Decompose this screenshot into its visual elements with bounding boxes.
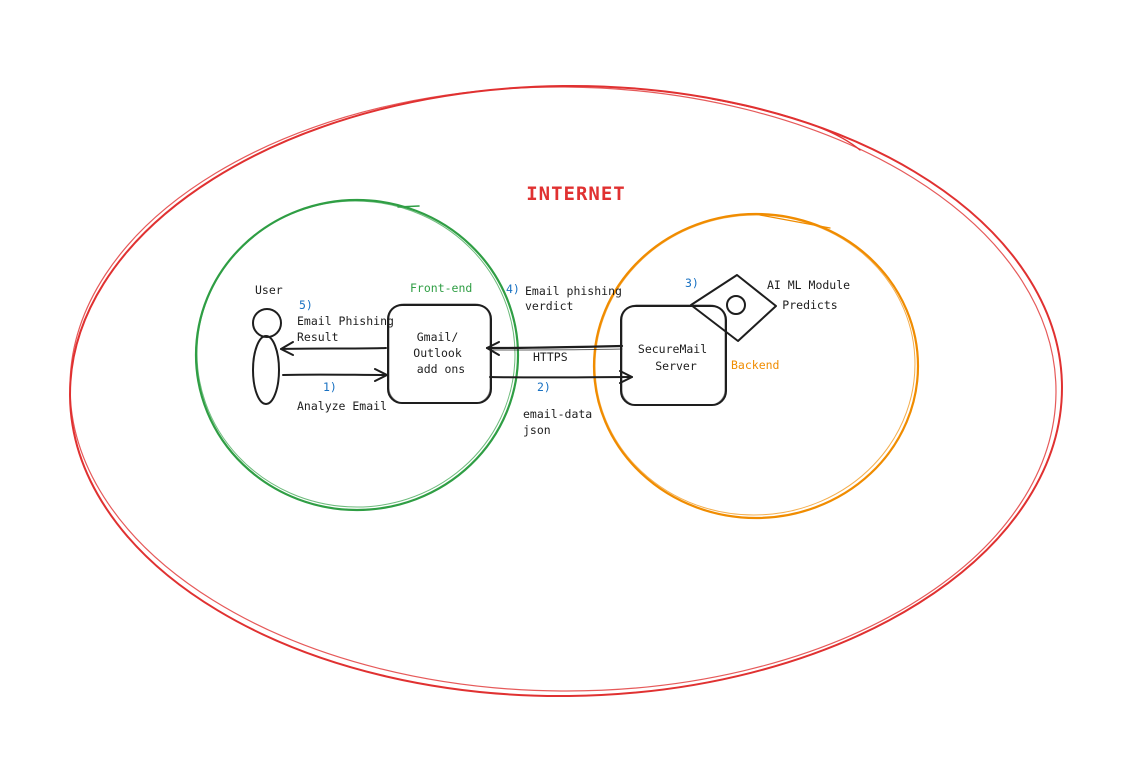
step-1-label: Analyze Email — [297, 399, 387, 413]
addon-label: Gmail/ Outlook add ons — [413, 330, 468, 376]
addon-label-line: Gmail/ — [417, 330, 459, 344]
server-label-line: Server — [655, 359, 697, 373]
user-label: User — [255, 283, 283, 297]
protocol-label: HTTPS — [533, 350, 568, 364]
server-box — [620, 304, 727, 406]
step-4-number: 4) — [506, 282, 520, 296]
frontend-boundary — [194, 198, 520, 512]
step-5-label: Email Phishing Result — [297, 314, 401, 344]
internet-boundary — [69, 84, 1063, 698]
step-2-label-line: email-data — [523, 407, 592, 421]
backend-boundary — [592, 212, 920, 520]
ai-module-label-line: Predicts — [782, 298, 837, 312]
arrow-email-data — [489, 370, 633, 384]
step-4-label-line: verdict — [525, 299, 573, 313]
step-4-label: Email phishing verdict — [525, 284, 629, 313]
arrow-phishing-verdict — [485, 341, 624, 356]
ai-module-label-line: AI ML Module — [767, 278, 850, 292]
step-2-label-line: json — [523, 423, 551, 437]
step-2-label: email-data json — [523, 407, 599, 437]
step-5-label-line: Email Phishing — [297, 314, 394, 328]
step-2-number: 2) — [537, 380, 551, 394]
arrow-phishing-result — [280, 341, 387, 356]
frontend-label: Front-end — [410, 281, 472, 295]
step-1-number: 1) — [323, 380, 337, 394]
step-3-number: 3) — [685, 276, 699, 290]
ai-module-label: AI ML Module Predicts — [767, 278, 857, 312]
ai-diamond-icon — [690, 274, 777, 342]
step-4-label-line: Email phishing — [525, 284, 622, 298]
server-label: SecureMail Server — [638, 342, 714, 373]
server-label-line: SecureMail — [638, 342, 707, 356]
internet-label: INTERNET — [526, 183, 626, 205]
backend-label: Backend — [731, 358, 779, 372]
step-5-label-line: Result — [297, 330, 339, 344]
person-icon — [252, 308, 282, 405]
addon-label-line: Outlook — [413, 346, 462, 360]
addon-box — [387, 303, 492, 404]
step-5-number: 5) — [299, 298, 313, 312]
addon-label-line: add ons — [417, 362, 465, 376]
arrow-analyze-email — [282, 368, 388, 382]
